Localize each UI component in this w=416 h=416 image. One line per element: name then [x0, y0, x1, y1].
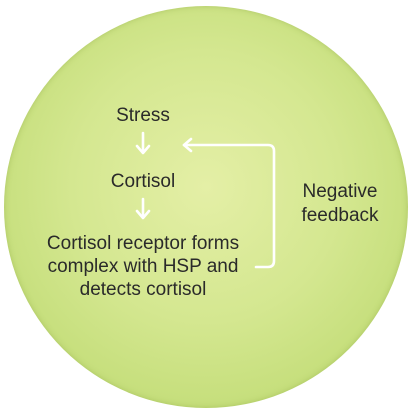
green-circle-background	[4, 6, 408, 408]
feedback-loop-arrow	[182, 137, 276, 269]
down-arrow-stress-to-cortisol	[135, 131, 151, 155]
feedback-line-1: Negative	[302, 181, 378, 202]
negative-feedback-label: Negative feedback	[286, 180, 394, 228]
receptor-line-1: Cortisol receptor forms	[46, 233, 240, 254]
step-receptor: Cortisol receptor forms complex with HSP…	[28, 232, 258, 301]
receptor-line-2: complex with HSP and	[47, 256, 239, 277]
feedback-line-2: feedback	[301, 205, 379, 226]
receptor-line-3: detects cortisol	[79, 279, 207, 300]
step-stress: Stress	[116, 105, 170, 126]
down-arrow-cortisol-to-receptor	[135, 197, 151, 220]
step-cortisol: Cortisol	[110, 171, 176, 192]
